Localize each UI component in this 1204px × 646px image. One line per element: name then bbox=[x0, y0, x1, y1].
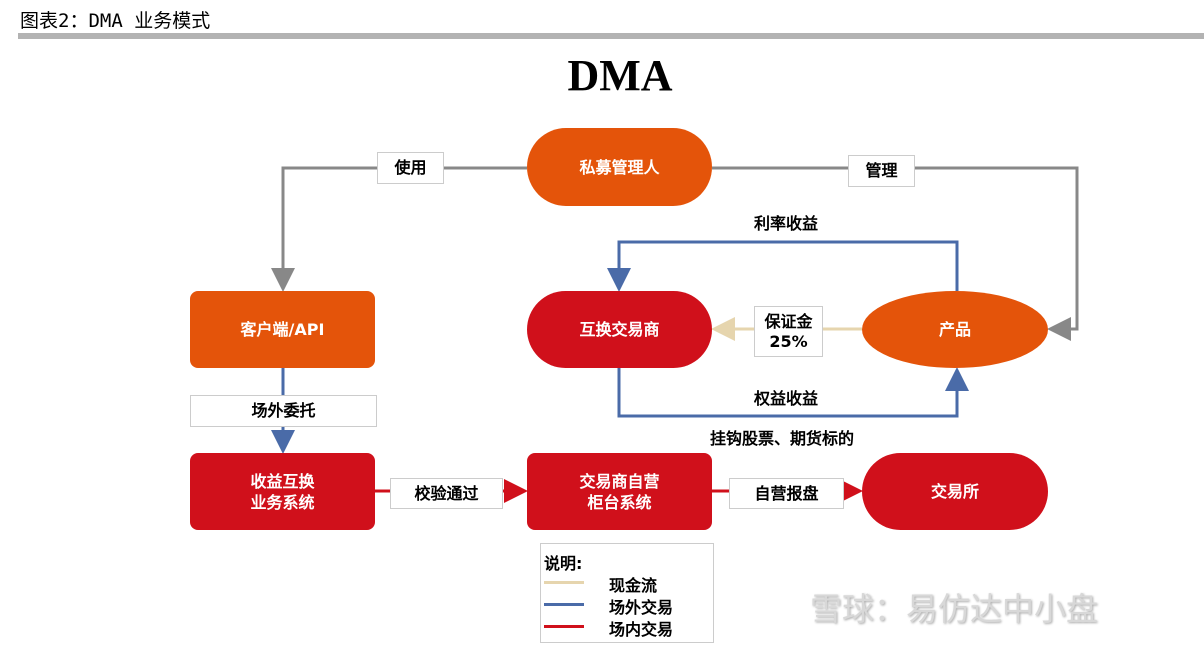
legend-item-cash: 现金流 bbox=[609, 576, 658, 595]
label-validated: 校验通过 bbox=[390, 478, 503, 509]
rate-income-line bbox=[607, 240, 959, 292]
legend-item-otc: 场外交易 bbox=[609, 598, 674, 617]
title-rule bbox=[18, 33, 1204, 39]
legend: 说明: 现金流 场外交易 场内交易 bbox=[540, 543, 714, 643]
label-linked: 挂钩股票、期货标的 bbox=[710, 429, 855, 448]
node-product: 产品 bbox=[862, 291, 1048, 368]
node-counter-system: 交易商自营柜台系统 bbox=[527, 453, 712, 530]
diagram-title: DMA bbox=[567, 51, 673, 100]
label-equity-income: 权益收益 bbox=[754, 389, 819, 408]
legend-swatch-otc bbox=[544, 603, 584, 606]
figure-title: 图表2：DMA 业务模式 bbox=[20, 10, 211, 32]
margin-line2: 25% bbox=[769, 331, 808, 351]
legend-title: 说明: bbox=[544, 554, 583, 573]
use-line bbox=[271, 166, 527, 292]
node-swap-system: 收益互换业务系统 bbox=[190, 453, 375, 530]
node-swap-dealer: 互换交易商 bbox=[527, 291, 712, 368]
legend-swatch-cash bbox=[544, 581, 584, 584]
label-otc-order: 场外委托 bbox=[190, 395, 377, 427]
legend-swatch-exchange bbox=[544, 625, 584, 628]
label-use: 使用 bbox=[377, 152, 444, 184]
watermark: 雪球：易仿达中小盘 bbox=[810, 590, 1099, 628]
legend-item-exchange: 场内交易 bbox=[609, 620, 674, 639]
label-manage: 管理 bbox=[848, 155, 915, 187]
counter-line1: 交易商自营 bbox=[579, 471, 660, 491]
label-rate-income: 利率收益 bbox=[754, 214, 819, 233]
swap-system-line1: 收益互换 bbox=[250, 471, 315, 491]
node-client-api: 客户端/API bbox=[190, 291, 375, 368]
label-proprietary: 自营报盘 bbox=[729, 478, 844, 509]
equity-income-line bbox=[617, 367, 969, 418]
node-manager: 私募管理人 bbox=[527, 128, 712, 206]
counter-line2: 柜台系统 bbox=[587, 492, 652, 512]
margin-line1: 保证金 bbox=[764, 311, 813, 331]
node-exchange: 交易所 bbox=[862, 453, 1048, 530]
swap-system-line2: 业务系统 bbox=[250, 492, 315, 512]
